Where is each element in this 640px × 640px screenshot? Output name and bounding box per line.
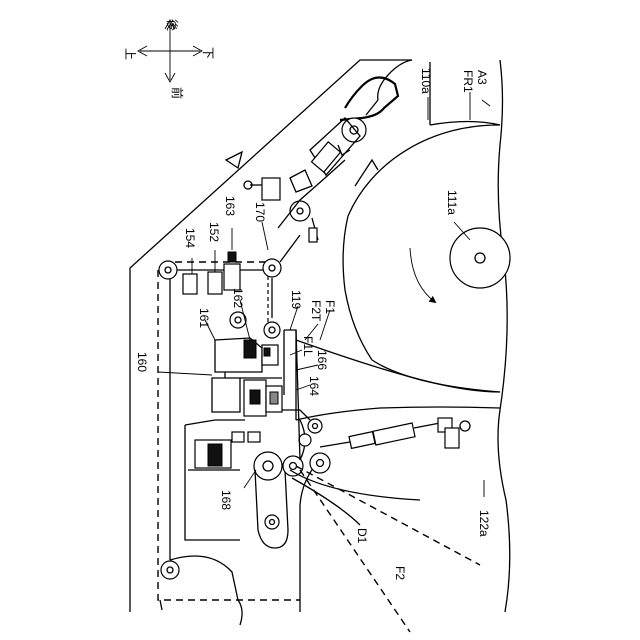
label-F1L: F1L bbox=[301, 336, 315, 357]
label-A3: A3 bbox=[475, 70, 489, 85]
label-154: 154 bbox=[183, 228, 197, 248]
label-122a: 122a bbox=[477, 510, 491, 537]
label-164: 164 bbox=[307, 376, 321, 396]
label-F2T: F2T bbox=[309, 300, 323, 322]
label-160: 160 bbox=[135, 352, 149, 372]
label-D1: D1 bbox=[355, 528, 369, 544]
actuator-rod bbox=[320, 418, 470, 448]
main-mechanism bbox=[185, 312, 310, 540]
label-110a: 110a bbox=[419, 68, 433, 94]
direction-front-label: 前 bbox=[170, 87, 185, 99]
drum-111a bbox=[343, 122, 510, 393]
label-FR1: FR1 bbox=[461, 70, 475, 93]
direction-up-label: 上 bbox=[123, 48, 137, 60]
label-161: 161 bbox=[197, 308, 211, 328]
label-166: 166 bbox=[315, 350, 329, 370]
label-119: 119 bbox=[289, 290, 303, 309]
label-152: 152 bbox=[207, 222, 221, 242]
label-F2: F2 bbox=[393, 566, 407, 580]
label-163: 163 bbox=[223, 196, 237, 216]
label-168: 168 bbox=[219, 490, 233, 510]
frame-boundary-160 bbox=[158, 261, 300, 600]
reference-labels: 110a FR1 A3 111a 154 152 163 170 161 162… bbox=[135, 68, 491, 580]
label-170: 170 bbox=[253, 202, 267, 222]
label-111a: 111a bbox=[445, 190, 459, 215]
label-162: 162 bbox=[231, 288, 245, 308]
direction-down-label: 下 bbox=[201, 47, 215, 59]
drum-hub bbox=[450, 228, 510, 288]
direction-indicator: 後 上 下 前 bbox=[123, 19, 215, 99]
direction-rear-label: 後 bbox=[165, 19, 179, 31]
label-F1: F1 bbox=[323, 300, 337, 314]
